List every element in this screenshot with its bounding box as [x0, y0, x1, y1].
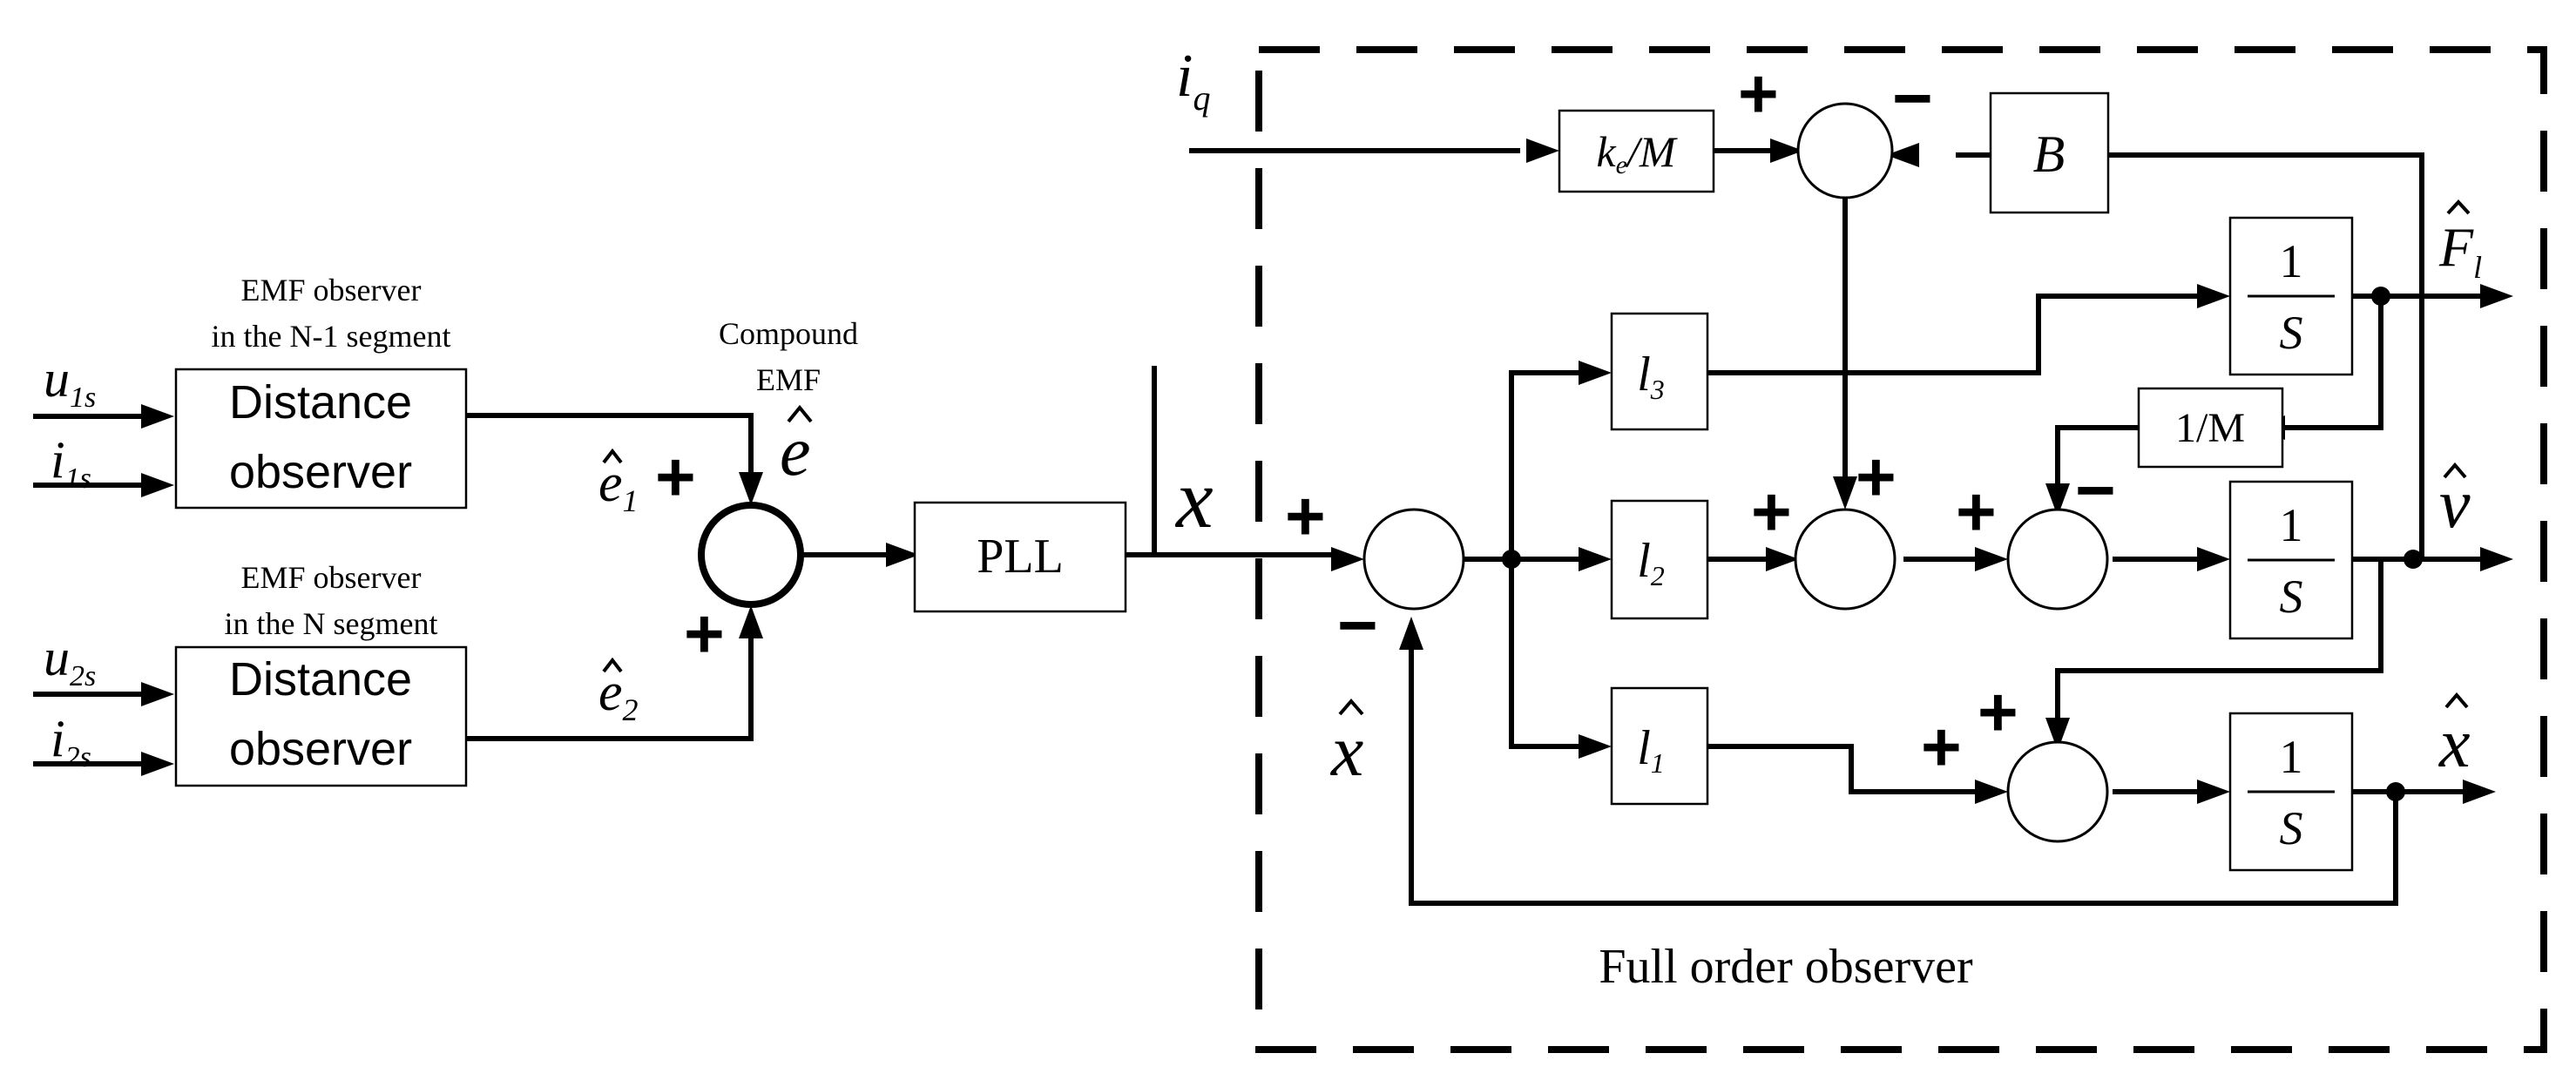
sign-minus-b: − [1892, 59, 1933, 137]
l3-label: l3 [1637, 348, 1665, 405]
observer-n-caption-1: EMF observer [241, 560, 422, 595]
l1-label: l1 [1637, 721, 1665, 779]
integrator-velocity: 1 S [2228, 480, 2354, 640]
l2-block: l2 [1610, 499, 1709, 620]
sign-labels: + + + − + − + + + − + + [655, 55, 2116, 786]
sign-plus-ke: + [1738, 55, 1779, 132]
sign-plus-e1: + [655, 438, 696, 516]
distance-observer-n1: Distance observer [174, 368, 468, 510]
ke-over-m-block: ke/M [1558, 109, 1715, 193]
sign-plus-accel: + [1956, 473, 1997, 550]
distance-observer-n1-line2: observer [229, 446, 412, 498]
full-order-observer-boundary [1255, 46, 2547, 1053]
observer-n1-caption-1: EMF observer [241, 273, 422, 307]
input-i2s: i2s [51, 710, 91, 773]
observer-n-caption-2: in the N segment [225, 606, 438, 641]
output-x-hat: x [2438, 706, 2471, 782]
compound-caption-1: Compound [719, 316, 858, 351]
compound-emf-sum [698, 502, 804, 608]
velocity-sum [2006, 508, 2109, 611]
signal-wires [33, 148, 2483, 906]
distance-observer-n-line2: observer [229, 723, 412, 775]
e2-hat: e2 [598, 663, 639, 727]
observer-n1-caption-2: in the N-1 segment [212, 319, 451, 354]
pll-output-x: x [1174, 452, 1214, 545]
ke-over-m-label: ke/M [1596, 127, 1677, 179]
distance-observer-n-line1: Distance [229, 653, 412, 706]
integrator-velocity-num: 1 [2280, 499, 2303, 551]
force-sum [1796, 102, 1894, 199]
b-block: B [1989, 91, 2110, 214]
inv-m-block: 1/M [2137, 387, 2284, 469]
integrator-force-den: S [2280, 307, 2303, 359]
output-f-hat: Fl [2438, 216, 2482, 285]
sign-plus-v: + [1978, 673, 2018, 751]
input-u1s: u1s [44, 350, 96, 414]
feedback-x-hat: x [1329, 711, 1363, 792]
sign-plus-x: + [1285, 477, 1326, 555]
pll-label: PLL [977, 530, 1064, 584]
sign-plus-l1: + [1921, 708, 1962, 786]
position-sum [2006, 740, 2109, 843]
sign-minus-fl: − [2075, 451, 2116, 529]
compound-e-hat-accent [787, 404, 813, 423]
l1-block: l1 [1610, 686, 1709, 806]
distance-observer-n: Distance observer [174, 645, 468, 787]
junction-dots [1502, 287, 2423, 801]
input-u2s: u2s [44, 629, 96, 692]
l3-block: l3 [1610, 312, 1709, 431]
integrator-force-num: 1 [2280, 235, 2303, 287]
sign-plus-force: + [1856, 438, 1897, 516]
sign-plus-e2: + [684, 595, 725, 672]
sign-minus-xhat: − [1337, 586, 1378, 664]
integrator-position-den: S [2280, 802, 2303, 854]
distance-observer-n1-line1: Distance [229, 376, 412, 429]
accel-sum [1794, 508, 1897, 611]
arrowheads [141, 138, 2513, 804]
b-label: B [2033, 125, 2066, 183]
full-order-observer-label: Full order observer [1599, 940, 1973, 994]
l2-label: l2 [1637, 534, 1665, 591]
integrator-force: 1 S [2228, 216, 2354, 376]
input-i1s: i1s [51, 431, 91, 495]
iq-symbol: iq [1176, 43, 1210, 118]
integrator-position: 1 S [2228, 712, 2354, 872]
inv-m-label: 1/M [2175, 405, 2245, 451]
integrator-position-num: 1 [2280, 731, 2303, 783]
output-v-hat: v [2439, 466, 2471, 543]
error-sum [1362, 508, 1465, 611]
integrator-velocity-den: S [2280, 571, 2303, 623]
pll-block: PLL [913, 501, 1127, 613]
e1-hat: e1 [598, 454, 639, 518]
compound-e-hat: e [780, 414, 811, 490]
compound-caption-2: EMF [756, 362, 821, 397]
sign-plus-l2: + [1751, 473, 1792, 550]
